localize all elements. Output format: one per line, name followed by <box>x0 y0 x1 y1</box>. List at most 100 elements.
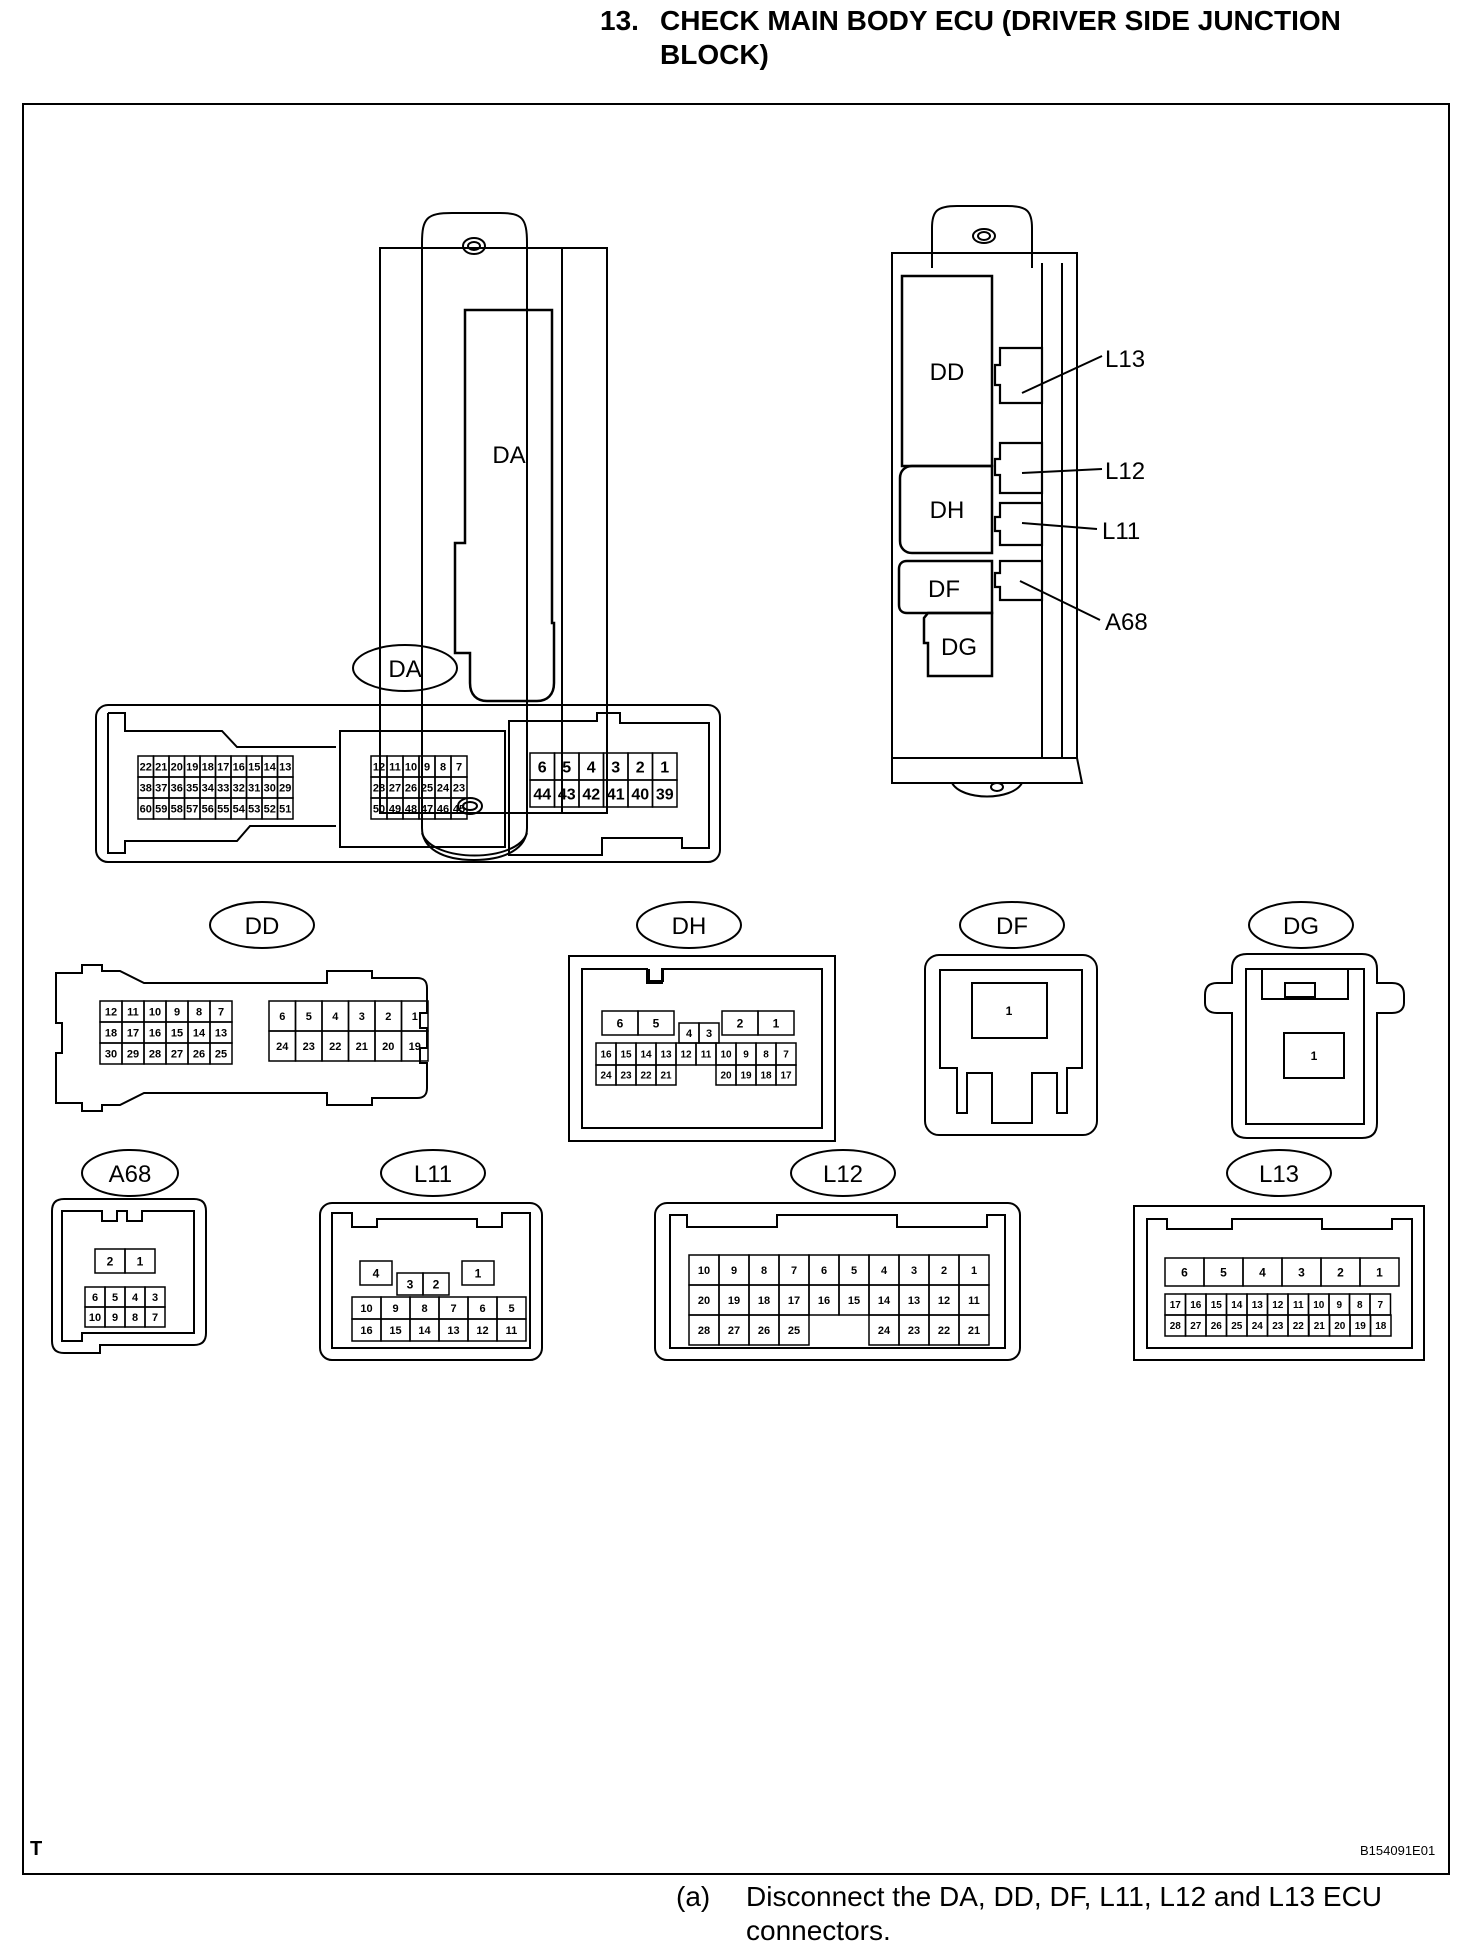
junction-block-right: DD DH DF DG L13 L12 L11 A68 <box>891 205 1148 798</box>
pin-number: 45 <box>453 803 465 815</box>
pin-cell <box>461 1260 495 1286</box>
pin-number: 19 <box>740 1071 752 1082</box>
pin-number: 18 <box>1375 1321 1387 1332</box>
pin-number: 11 <box>701 1050 712 1061</box>
pin-number: 23 <box>908 1325 920 1337</box>
pin-number: 3 <box>911 1265 917 1277</box>
pin-number: 10 <box>360 1303 372 1315</box>
block-label-dd: DD <box>930 359 965 386</box>
pin-number: 15 <box>848 1295 860 1307</box>
pin-number: 2 <box>385 1011 391 1023</box>
pin-number: 27 <box>389 782 401 794</box>
dg-pin-1: 1 <box>1311 1049 1318 1063</box>
pin-number: 4 <box>132 1292 139 1304</box>
pin-number: 44 <box>533 786 551 803</box>
pin-number: 6 <box>821 1265 827 1277</box>
pin-number: 20 <box>1334 1321 1346 1332</box>
pin-number: 1 <box>660 759 669 776</box>
pin-number: 49 <box>389 803 401 815</box>
pin-number: 3 <box>1298 1265 1305 1279</box>
pin-number: 30 <box>105 1048 117 1060</box>
connector-label-dh: DH <box>672 913 707 940</box>
pin-number: 2 <box>1337 1265 1344 1279</box>
pin-number: 28 <box>373 782 385 794</box>
step-text-line-1: Disconnect the DA, DD, DF, L11, L12 and … <box>746 1881 1383 1912</box>
pin-number: 42 <box>582 786 600 803</box>
pin-number: 9 <box>743 1050 749 1061</box>
pin-number: 33 <box>217 782 229 794</box>
pin-number: 19 <box>728 1295 740 1307</box>
pin-cell <box>1369 1314 1392 1337</box>
pin-number: 28 <box>149 1048 161 1060</box>
corner-mark: T <box>30 1838 43 1860</box>
callout-a68: A68 <box>1105 609 1148 636</box>
pin-number: 1 <box>773 1016 780 1030</box>
pin-number: 14 <box>1231 1300 1243 1311</box>
pin-number: 5 <box>653 1016 660 1030</box>
pin-number: 37 <box>155 782 167 794</box>
pin-number: 22 <box>329 1041 341 1053</box>
pin-number: 14 <box>418 1325 431 1337</box>
pin-number: 17 <box>217 761 229 773</box>
pin-number: 29 <box>127 1048 139 1060</box>
pin-number: 16 <box>600 1050 612 1061</box>
connector-label-df: DF <box>996 913 1028 940</box>
connector-label-l11: L11 <box>414 1161 452 1188</box>
connector-dg: DG 1 <box>1204 901 1405 1139</box>
pin-cell <box>637 1010 675 1036</box>
pin-number: 5 <box>562 759 571 776</box>
pin-number: 16 <box>149 1027 161 1039</box>
pin-number: 12 <box>1272 1300 1284 1311</box>
pin-number: 25 <box>421 782 433 794</box>
pin-cell <box>422 1272 450 1296</box>
pin-cell <box>124 1248 156 1274</box>
pin-number: 29 <box>279 782 291 794</box>
pin-number: 2 <box>433 1277 440 1291</box>
pin-number: 10 <box>1313 1300 1325 1311</box>
pin-number: 22 <box>1293 1321 1305 1332</box>
pin-number: 50 <box>373 803 385 815</box>
pin-number: 16 <box>818 1295 830 1307</box>
pin-number: 11 <box>1293 1300 1304 1311</box>
pin-number: 23 <box>620 1071 632 1082</box>
pin-number: 46 <box>437 803 449 815</box>
pin-number: 21 <box>968 1325 980 1337</box>
pin-number: 1 <box>475 1266 482 1280</box>
pin-number: 20 <box>171 761 183 773</box>
pin-number: 27 <box>1190 1321 1202 1332</box>
pin-number: 11 <box>968 1295 980 1307</box>
pin-number: 24 <box>437 782 450 794</box>
pin-number: 4 <box>332 1011 339 1023</box>
pin-number: 5 <box>306 1011 312 1023</box>
pin-number: 27 <box>171 1048 183 1060</box>
pin-number: 6 <box>617 1016 624 1030</box>
pin-number: 5 <box>508 1303 514 1315</box>
pin-cell <box>778 1314 810 1346</box>
pin-number: 8 <box>763 1050 769 1061</box>
pin-number: 13 <box>908 1295 920 1307</box>
pin-number: 4 <box>881 1265 888 1277</box>
pin-cell <box>757 1010 795 1036</box>
pin-number: 9 <box>392 1303 398 1315</box>
pin-number: 18 <box>202 761 214 773</box>
pin-number: 9 <box>174 1006 180 1018</box>
pin-number: 13 <box>215 1027 227 1039</box>
section-number: 13. <box>600 5 639 36</box>
pin-number: 30 <box>264 782 276 794</box>
pin-number: 2 <box>941 1265 947 1277</box>
pin-number: 13 <box>660 1050 672 1061</box>
pin-number: 25 <box>215 1048 227 1060</box>
pin-number: 9 <box>1336 1300 1342 1311</box>
pin-number: 8 <box>196 1006 202 1018</box>
pin-number: 20 <box>698 1295 710 1307</box>
pin-number: 20 <box>720 1071 732 1082</box>
pin-number: 54 <box>233 803 246 815</box>
pin-number: 12 <box>938 1295 950 1307</box>
pin-number: 21 <box>155 761 167 773</box>
pin-number: 23 <box>1272 1321 1284 1332</box>
pin-number: 3 <box>706 1028 712 1040</box>
callout-l11: L11 <box>1102 518 1140 545</box>
